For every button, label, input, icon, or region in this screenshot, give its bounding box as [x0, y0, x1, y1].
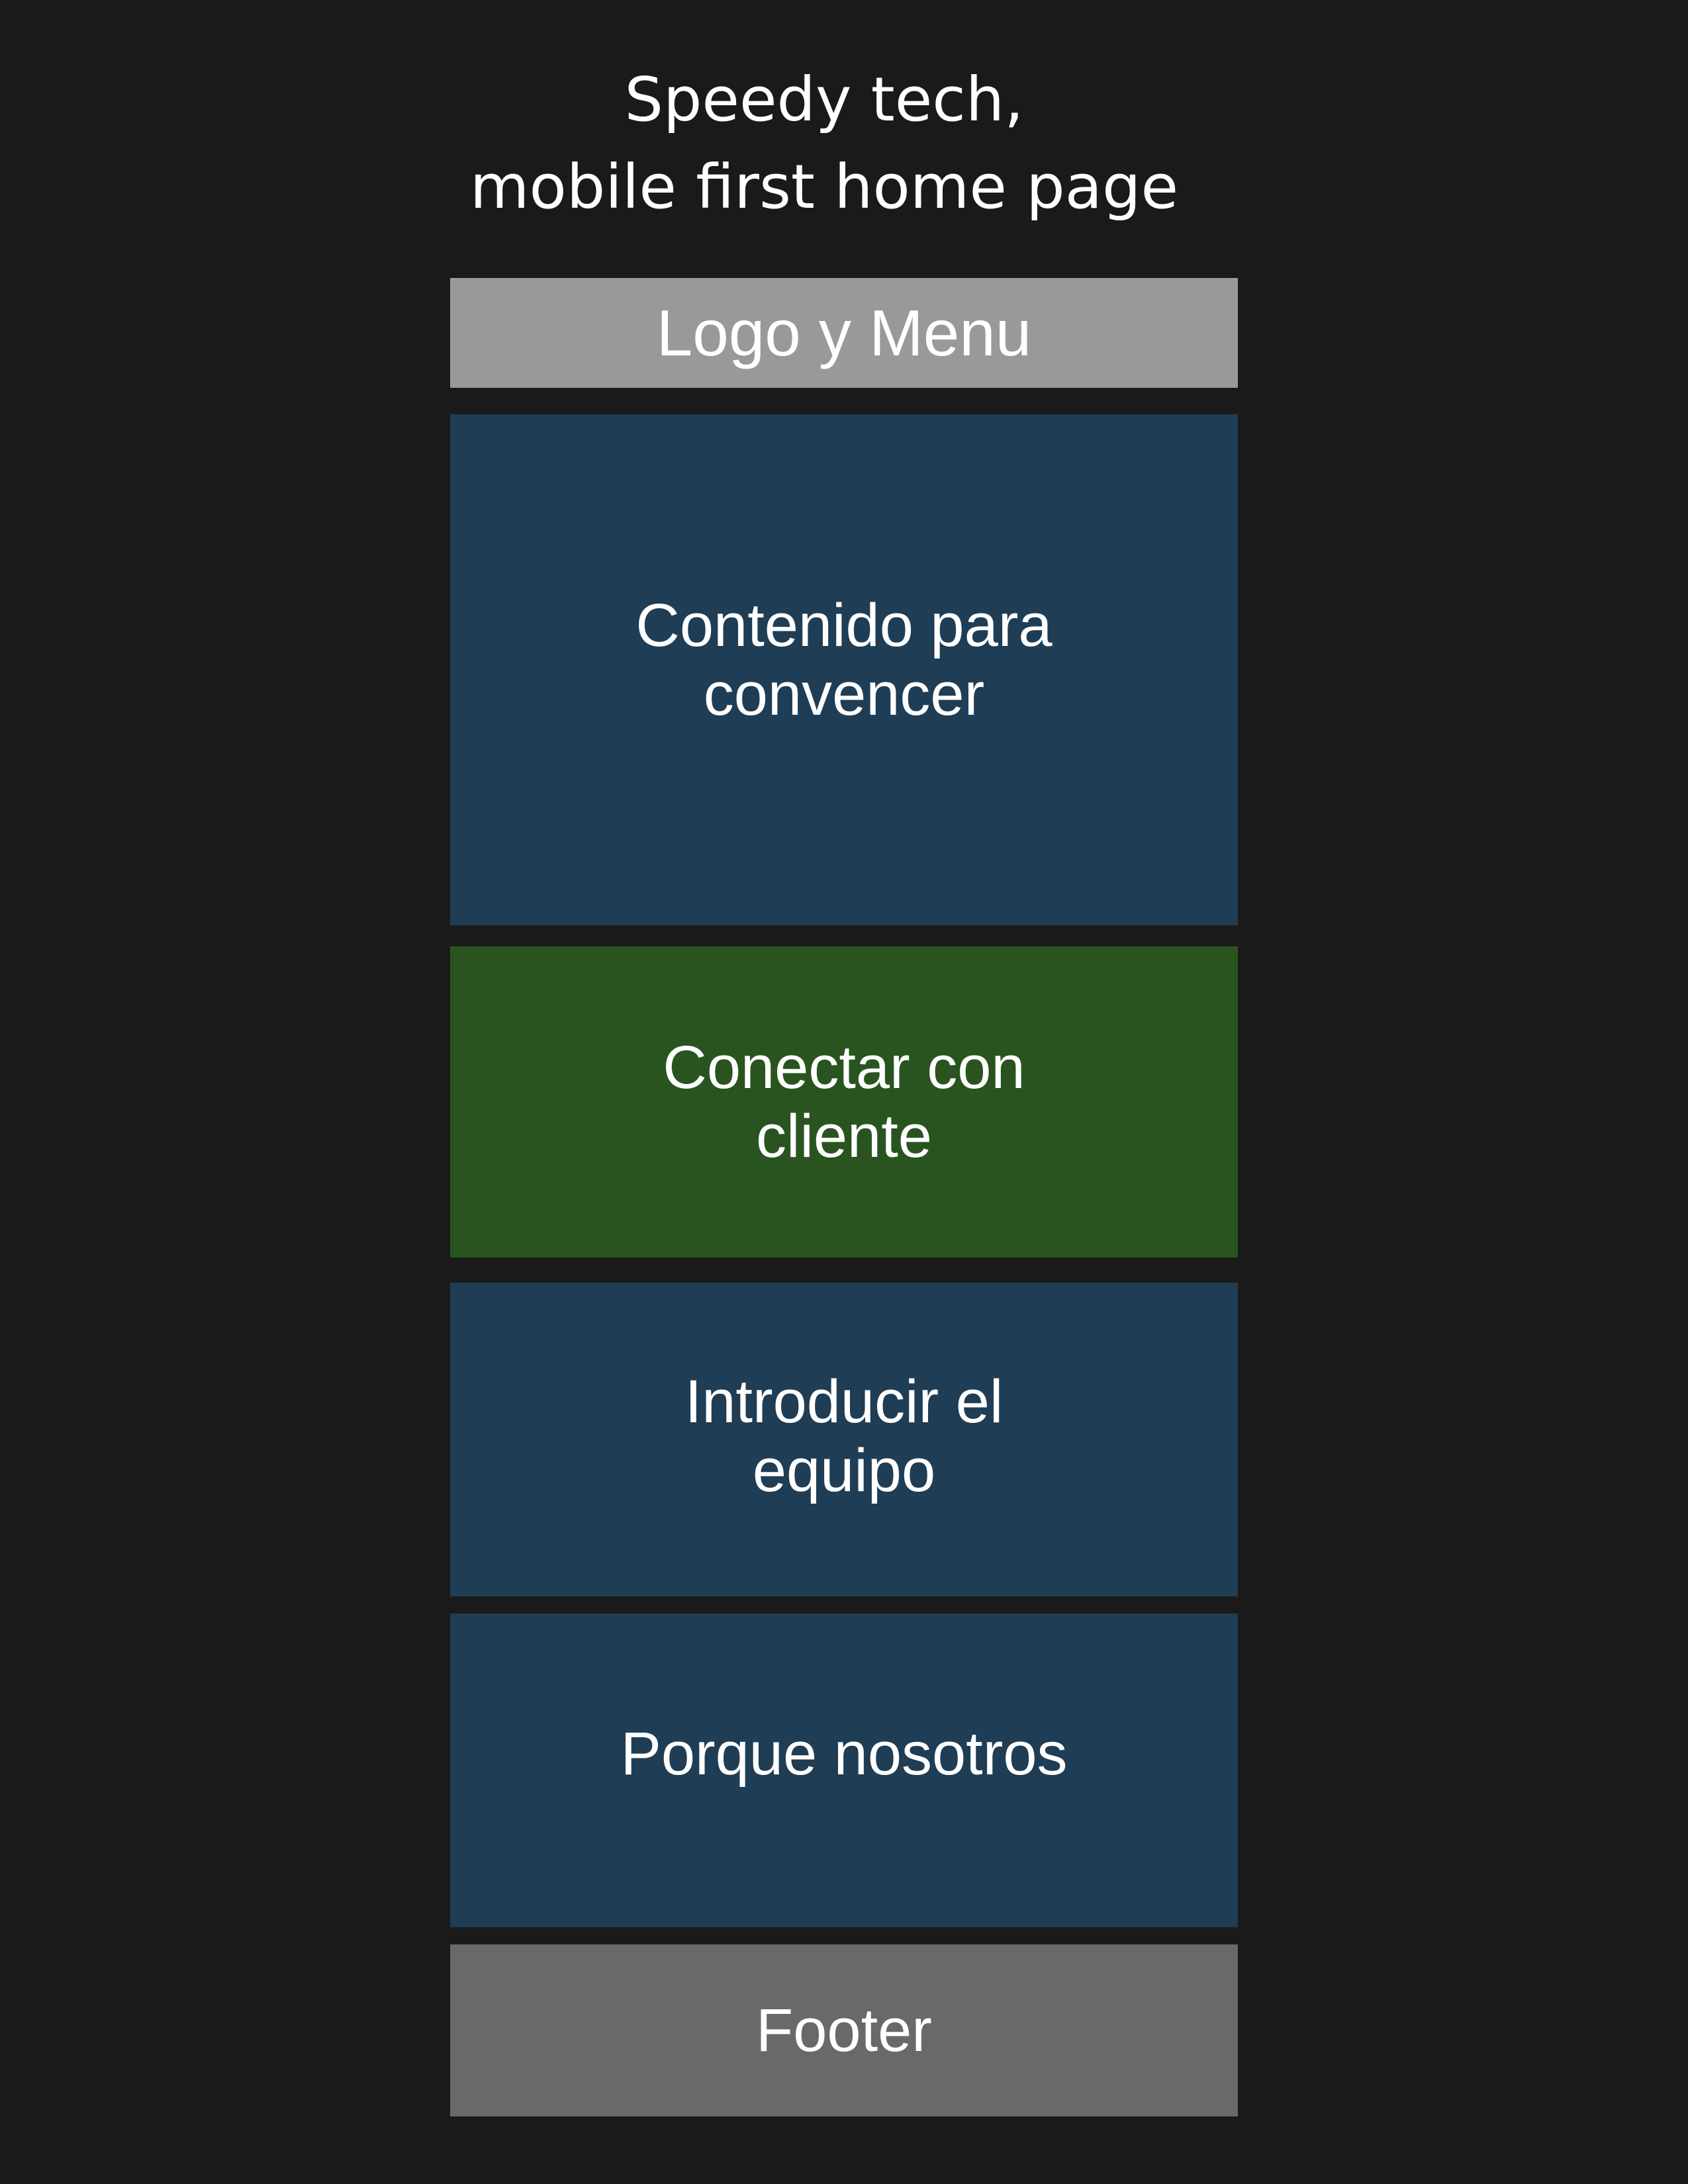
diagram-title: Speedy tech, mobile first home page [469, 64, 1179, 222]
logo-menu-label: Logo y Menu [656, 296, 1032, 369]
connect-client-label: Conectar con cliente [663, 1034, 1025, 1170]
footer-block: Footer [450, 1944, 1238, 2116]
footer-label: Footer [756, 1997, 932, 2064]
why-us-label: Porque nosotros [620, 1720, 1068, 1788]
persuasive-content-label: Contenido para convencer [635, 592, 1053, 728]
team-intro-label: Introducir el equipo [684, 1368, 1004, 1504]
connect-client-block: Conectar con cliente [450, 946, 1238, 1257]
logo-menu-block: Logo y Menu [450, 278, 1238, 388]
why-us-block: Porque nosotros [450, 1614, 1238, 1927]
team-intro-block: Introducir el equipo [450, 1283, 1238, 1596]
persuasive-content-block: Contenido para convencer [450, 414, 1238, 925]
